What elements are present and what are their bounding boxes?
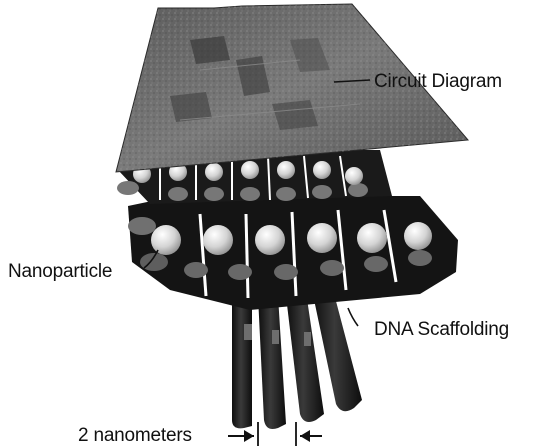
nanoparticle-label: Nanoparticle bbox=[8, 262, 112, 281]
dna-scaffolding-label: DNA Scaffolding bbox=[374, 320, 509, 339]
dna-strands-main bbox=[128, 196, 458, 310]
circuit-diagram-label: Circuit Diagram bbox=[374, 72, 502, 91]
scale-label: 2 nanometers bbox=[78, 426, 192, 445]
